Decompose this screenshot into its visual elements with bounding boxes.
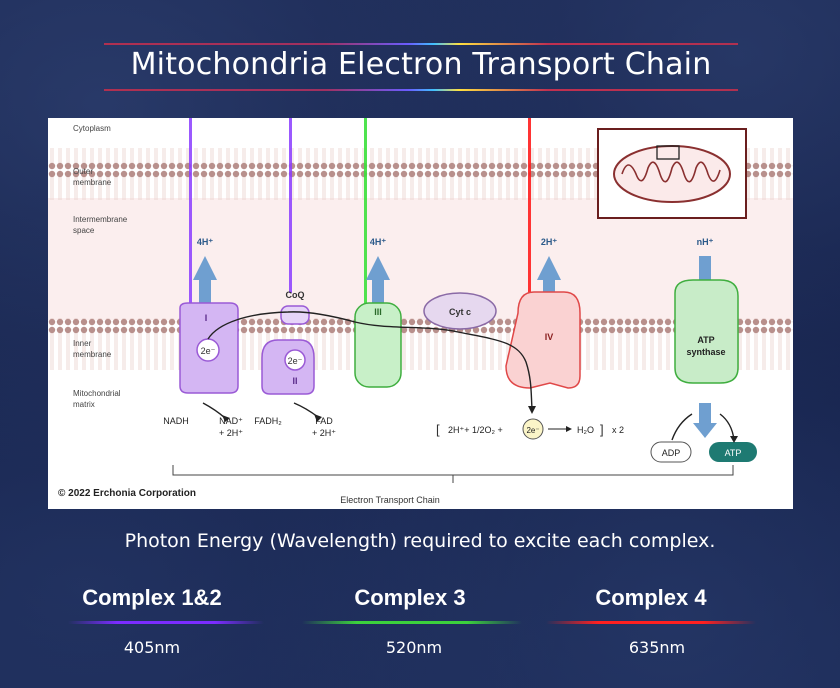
label-inner-membrane-2: membrane [73, 350, 112, 359]
proton-label-c4: 2H⁺ [541, 237, 558, 247]
svg-text:[: [ [436, 422, 440, 437]
electron-reaction [522, 418, 544, 440]
substrates: NADH NAD⁺ + 2H⁺ FADH₂ FAD + 2H⁺ [163, 416, 336, 438]
complex-2-label: II [292, 376, 297, 386]
fadh2-label: FADH₂ [254, 416, 282, 426]
nadh-label: NADH [163, 416, 189, 426]
violet-beam-2 [289, 118, 292, 293]
adp-label: ADP [662, 448, 681, 458]
electron-path [207, 311, 533, 409]
reaction-electron-label: 2e⁻ [526, 426, 539, 435]
water-reaction: [ 2H⁺+ 1/2O₂ + 2e⁻ H₂O ] x 2 [436, 418, 624, 440]
nad-label-2: + 2H⁺ [219, 428, 243, 438]
label-inner-membrane-1: Inner [73, 339, 92, 348]
svg-text:]: ] [600, 422, 604, 437]
atp-label: ATP [725, 448, 742, 458]
subtitle: Photon Energy (Wavelength) required to e… [124, 530, 716, 552]
complex-1-label: I [205, 313, 208, 323]
region-labels: Cytoplasm Outer membrane Intermembrane s… [73, 124, 128, 409]
atp-synthase [674, 279, 739, 384]
electron-c2-label: 2e⁻ [288, 356, 303, 366]
coq-label: CoQ [286, 290, 305, 300]
nad-label-1: NAD⁺ [219, 416, 243, 426]
label-cytoplasm: Cytoplasm [73, 124, 111, 133]
fad-label-1: FAD [315, 416, 333, 426]
proton-label-atp: nH⁺ [697, 237, 714, 247]
title-bottom-rule [104, 89, 738, 91]
cyt-c-label: Cyt c [449, 307, 471, 317]
etc-diagram: Cytoplasm Outer membrane Intermembrane s… [48, 118, 793, 509]
electron-c1-label: 2e⁻ [201, 346, 216, 356]
violet-beam-1 [189, 118, 192, 303]
copyright: © 2022 Erchonia Corporation [58, 488, 196, 499]
label-matrix-2: matrix [73, 400, 95, 409]
coq [280, 305, 310, 325]
violet-wavelength-bar [68, 621, 264, 624]
complex-1-2-title: Complex 1&2 [82, 585, 222, 610]
complex-3-label: III [374, 307, 382, 317]
reaction-left: 2H⁺+ 1/2O₂ + [448, 425, 503, 435]
etc-brace [172, 465, 734, 483]
complex-3-title: Complex 3 [354, 585, 466, 610]
title-block: Mitochondria Electron Transport Chain [104, 43, 738, 91]
inner-membrane [48, 318, 793, 370]
label-outer-membrane-2: membrane [73, 178, 112, 187]
etc-label: Electron Transport Chain [340, 495, 440, 505]
complex-4-label: IV [545, 332, 554, 342]
reaction-right: H₂O [577, 425, 594, 435]
label-intermembrane-1: Intermembrane [73, 215, 128, 224]
page-title: Mitochondria Electron Transport Chain [130, 47, 712, 82]
proton-label-c1: 4H⁺ [197, 237, 214, 247]
atp-synthase-label-1: ATP [697, 335, 714, 345]
reaction-multiplier: x 2 [612, 425, 624, 435]
label-matrix-1: Mitochondrial [73, 389, 121, 398]
adp-pill [650, 441, 692, 463]
complex-4-title: Complex 4 [595, 585, 707, 610]
complex-4 [505, 291, 581, 389]
diagram-svg: Cytoplasm Outer membrane Intermembrane s… [48, 118, 793, 505]
atp-synthase-label-2: synthase [686, 347, 725, 357]
complex-3-wavelength: 520nm [385, 638, 443, 657]
cyt-c [423, 292, 497, 330]
complex-4-wavelength: 635nm [628, 638, 686, 657]
title-top-rule [104, 43, 738, 45]
fad-label-2: + 2H⁺ [312, 428, 336, 438]
red-beam [528, 118, 531, 298]
red-wavelength-bar [546, 621, 756, 624]
green-beam [364, 118, 367, 303]
label-intermembrane-2: space [73, 226, 95, 235]
proton-label-c3: 4H⁺ [370, 237, 387, 247]
atp-pill [709, 442, 757, 462]
label-outer-membrane-1: Outer [73, 167, 93, 176]
electron-c2 [284, 349, 306, 371]
complex-1-2-wavelength: 405nm [123, 638, 181, 657]
green-wavelength-bar [302, 621, 522, 624]
